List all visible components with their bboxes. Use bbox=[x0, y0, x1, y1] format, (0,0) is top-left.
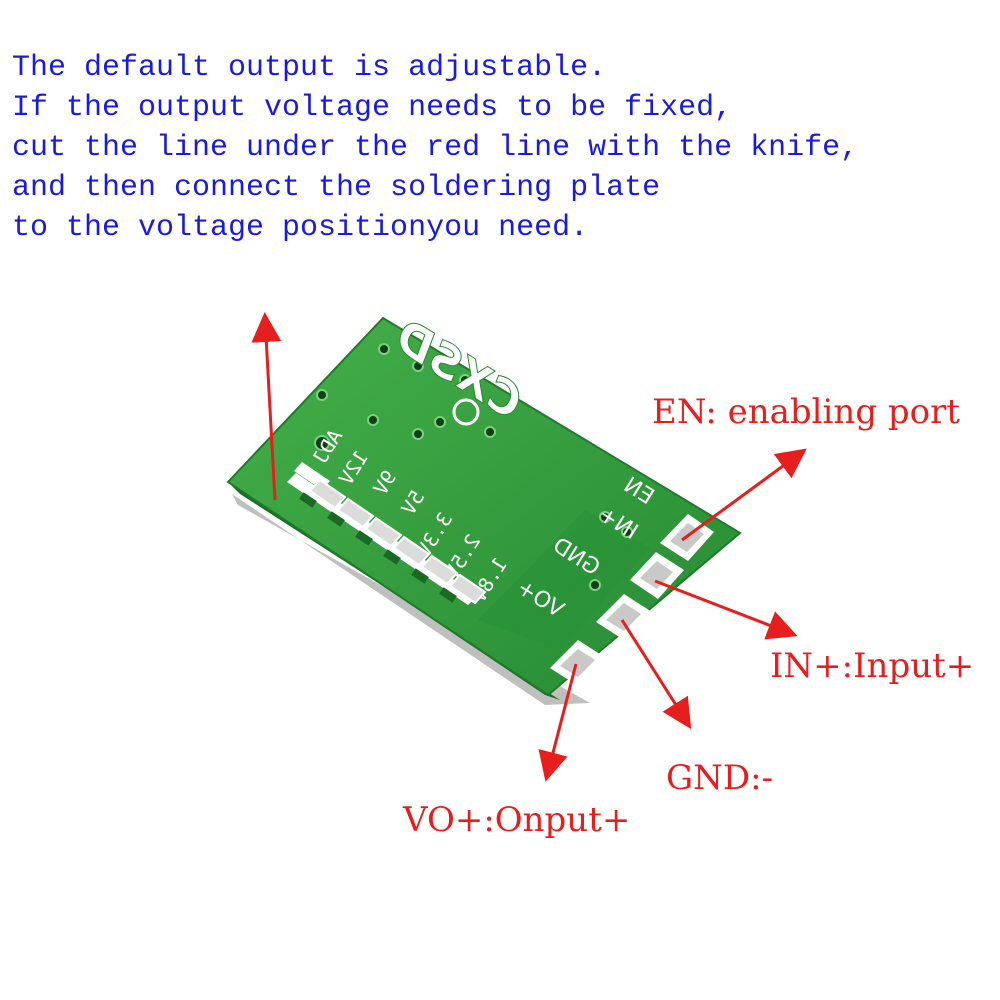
en-arrow bbox=[681, 448, 807, 542]
via-holes bbox=[314, 343, 633, 591]
callout-en-label: EN: enabling port bbox=[652, 392, 961, 432]
instruction-line: to the voltage positionyou need. bbox=[12, 211, 589, 245]
board-surface bbox=[226, 316, 742, 697]
callout-in-label: IN+:Input+ bbox=[770, 646, 975, 686]
instruction-line: If the output voltage needs to be fixed, bbox=[12, 91, 733, 125]
solder-jumpers bbox=[287, 462, 487, 605]
instruction-text: The default output is adjustable. If the… bbox=[12, 48, 858, 248]
in-arrow bbox=[654, 579, 798, 640]
pad-gnd bbox=[596, 594, 652, 640]
cut-line-arrow bbox=[251, 312, 282, 501]
pad-in bbox=[630, 552, 684, 599]
gnd-arrow bbox=[620, 619, 692, 730]
vo-arrow bbox=[538, 663, 578, 782]
instruction-line: cut the line under the red line with the… bbox=[12, 131, 859, 165]
callout-vo-label: VO+:Onput+ bbox=[403, 800, 631, 840]
logo-ring bbox=[452, 398, 480, 426]
instruction-line: and then connect the soldering plate bbox=[12, 171, 661, 205]
pcb-board: CXSD ADJ 12V 9V 5V 3.3V 2.5V 1.8V bbox=[226, 309, 742, 700]
pad-vo bbox=[550, 640, 606, 686]
trace-area bbox=[478, 510, 650, 650]
instruction-line: The default output is adjustable. bbox=[12, 51, 607, 85]
callout-gnd-label: GND:- bbox=[666, 758, 774, 798]
